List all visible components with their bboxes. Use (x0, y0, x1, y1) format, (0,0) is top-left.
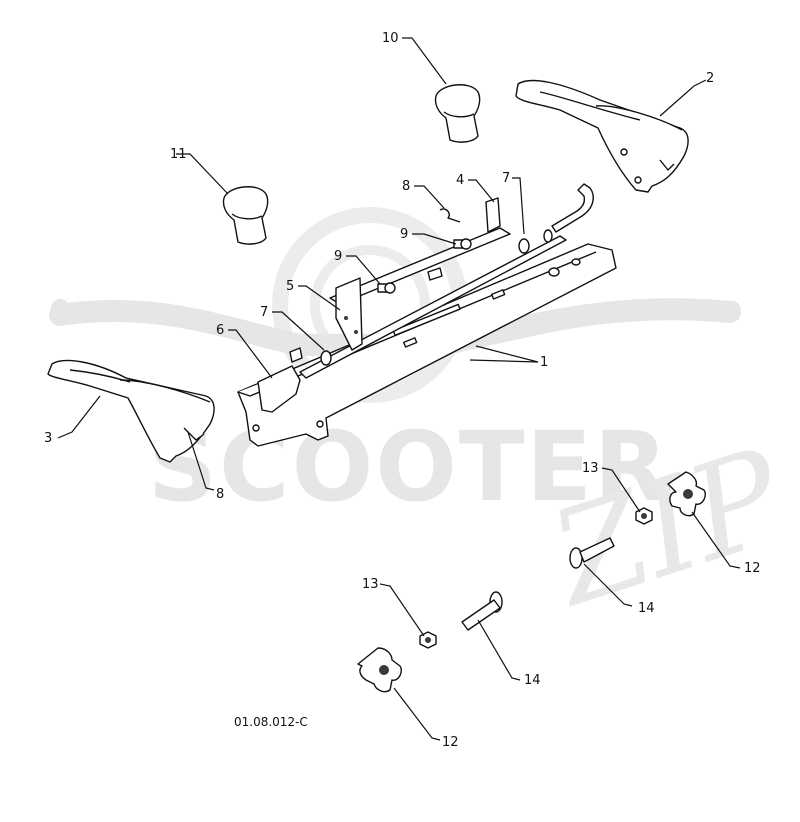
callout-11: 11 (170, 147, 187, 162)
watermark-brand: SCOOTER (148, 411, 670, 523)
callout-6: 6 (216, 323, 224, 338)
callout-8a: 8 (402, 179, 410, 194)
callout-12b: 12 (442, 735, 459, 750)
part-knobs (357, 471, 706, 693)
callout-3: 3 (44, 431, 52, 446)
callout-12a: 12 (744, 561, 761, 576)
callout-14b: 14 (524, 673, 541, 688)
leader-lines (57, 37, 741, 741)
callout-8b: 8 (216, 487, 224, 502)
callout-7b: 7 (502, 171, 510, 186)
callout-2: 2 (706, 71, 714, 86)
callout-labels: 1 2 3 4 5 6 7 7 8 8 9 9 10 11 12 12 13 1… (44, 31, 761, 750)
callout-14a: 14 (638, 601, 655, 616)
callout-13b: 13 (362, 577, 379, 592)
part-brackets (257, 197, 501, 413)
drawing-code: 01.08.012-C (234, 715, 308, 729)
part-grip-caps (222, 84, 481, 245)
callout-7a: 7 (260, 305, 268, 320)
part-handle-left (47, 359, 215, 463)
callout-9b: 9 (334, 249, 342, 264)
callout-5: 5 (286, 279, 294, 294)
callout-9a: 9 (400, 227, 408, 242)
part-screws (377, 208, 472, 294)
callout-4: 4 (456, 173, 464, 188)
callout-10: 10 (382, 31, 399, 46)
callout-1: 1 (540, 355, 548, 370)
part-bolts (461, 537, 615, 631)
callout-13a: 13 (582, 461, 599, 476)
part-handle-right (515, 79, 689, 193)
